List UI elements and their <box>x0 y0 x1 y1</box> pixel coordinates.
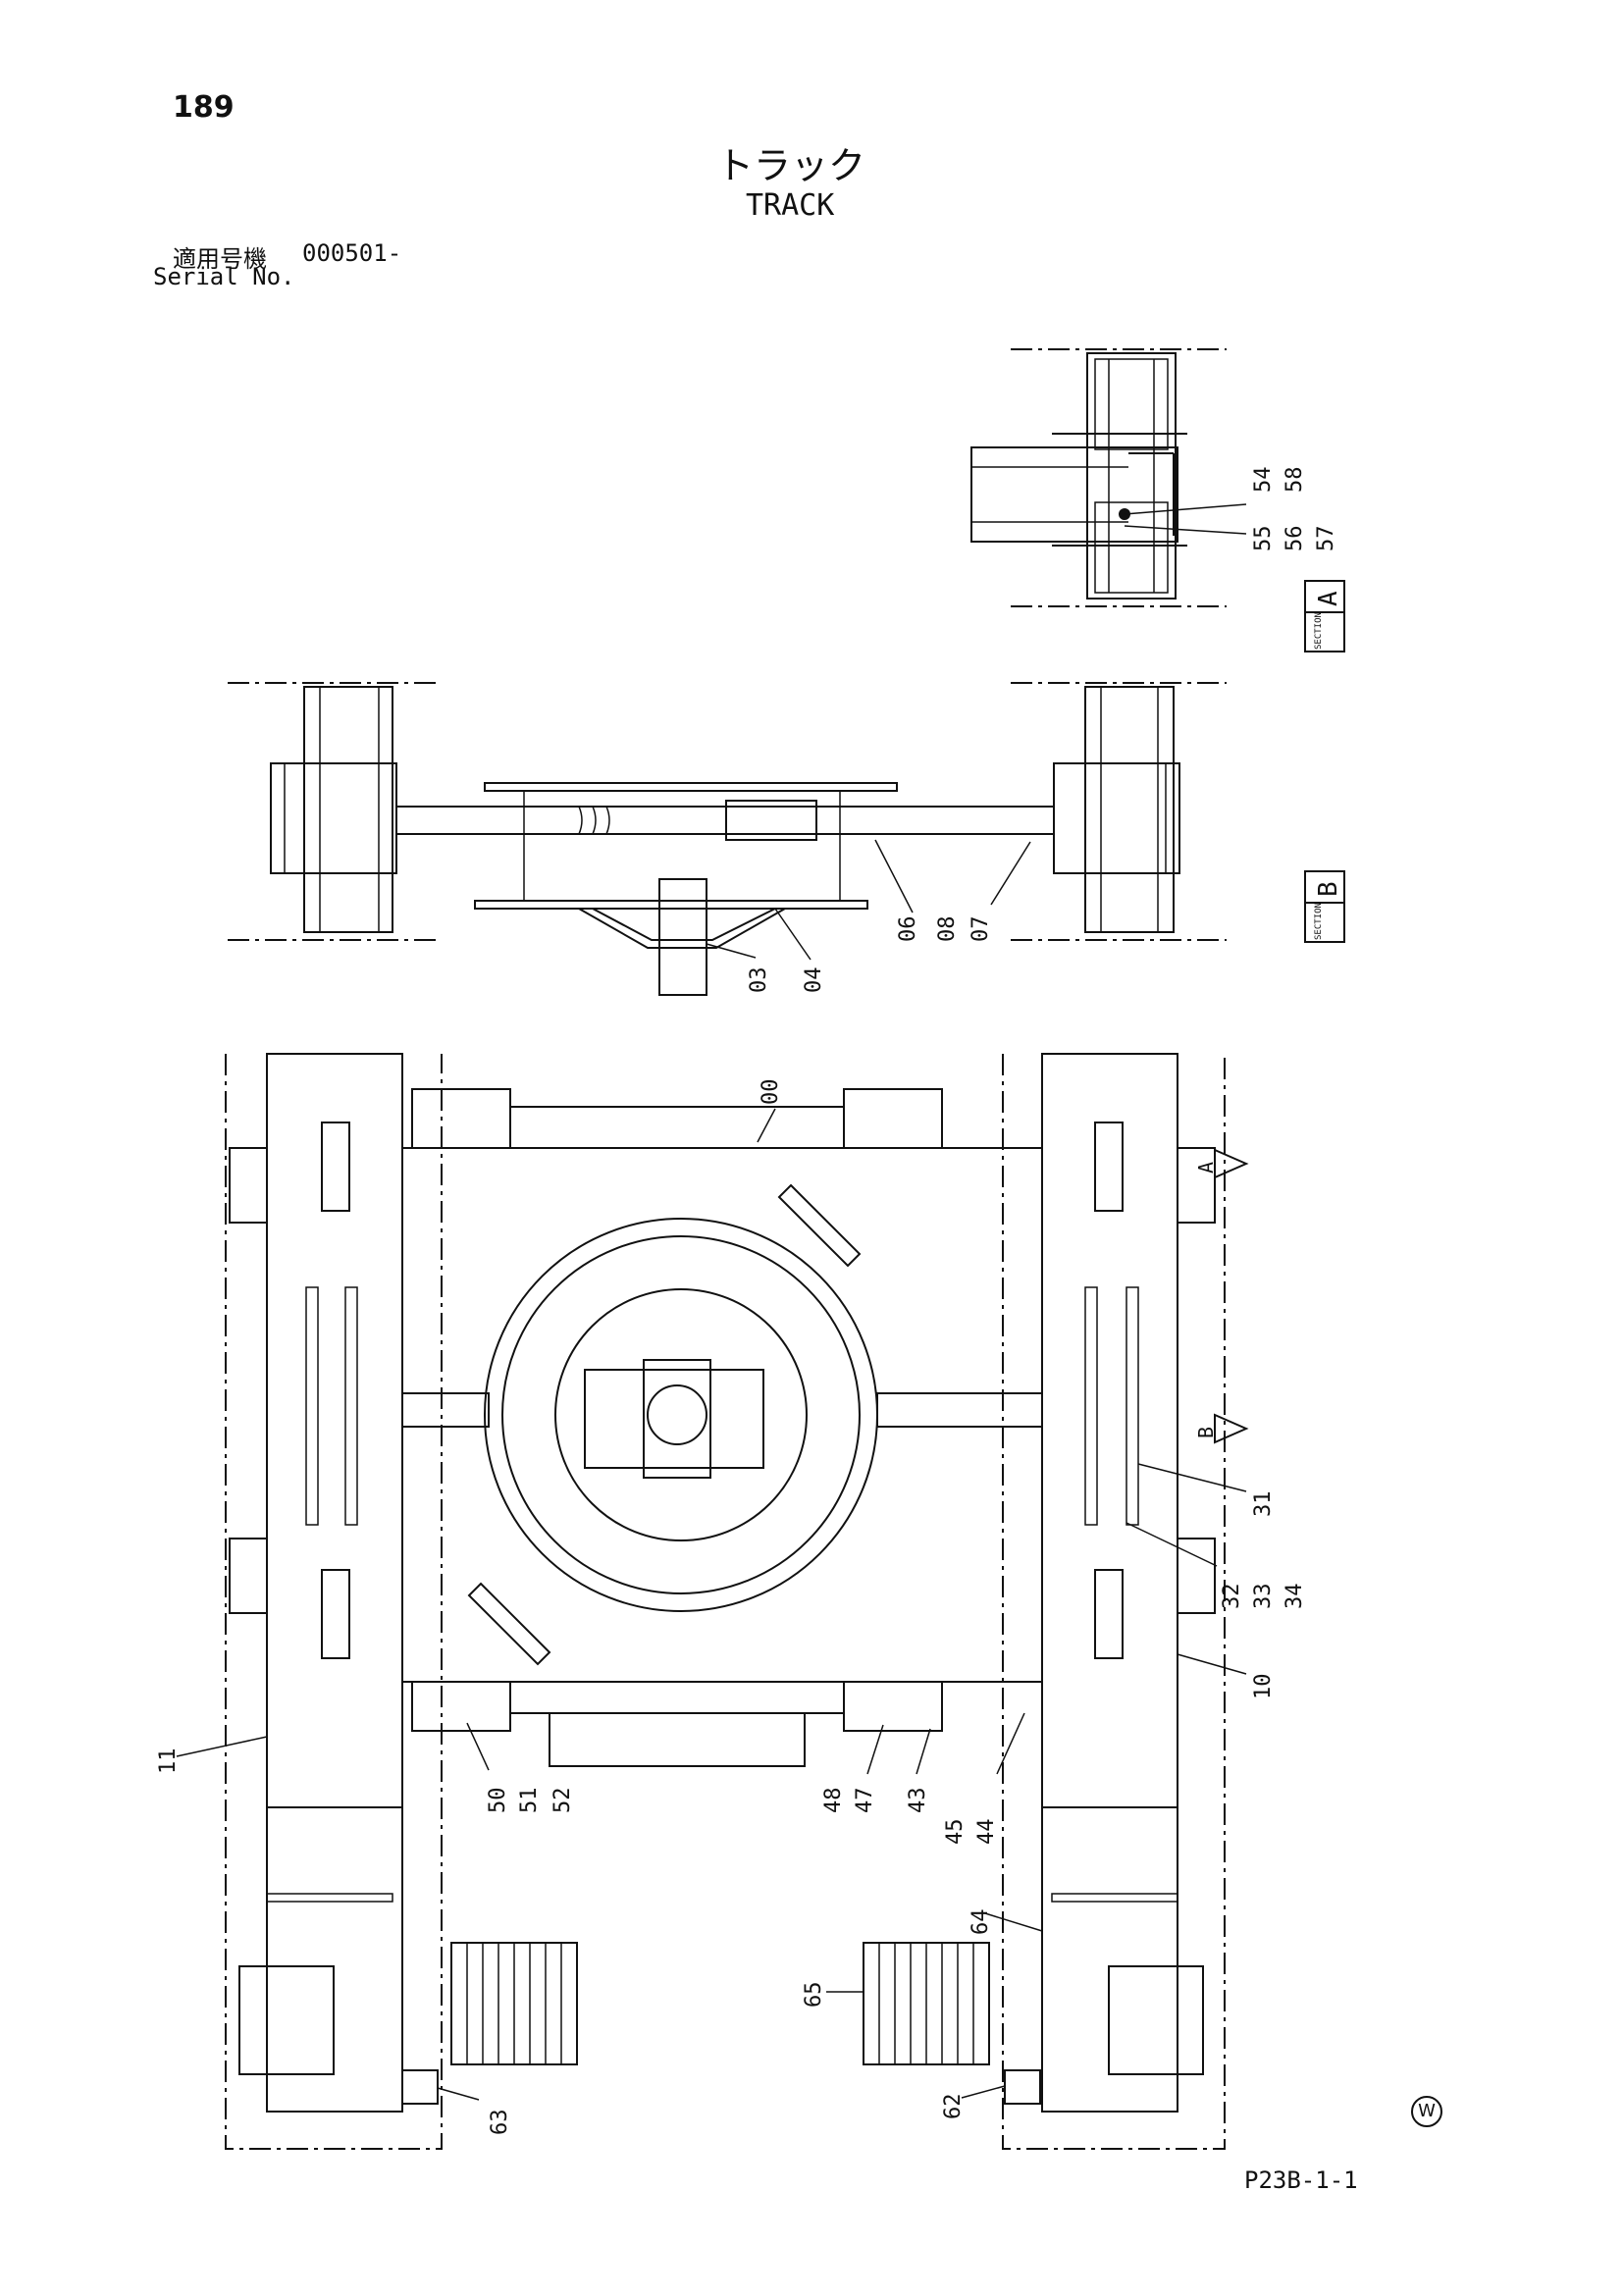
callout-04: 04 <box>802 967 826 994</box>
callout-10: 10 <box>1251 1674 1276 1700</box>
callout-44: 44 <box>974 1819 999 1846</box>
callout-00: 00 <box>759 1079 783 1106</box>
plan-view-callouts: 00 31 32 33 34 10 11 50 51 52 48 47 43 4… <box>156 1079 1307 2136</box>
callout-06: 06 <box>896 916 920 943</box>
section-b-callouts: 06 08 07 03 04 <box>706 839 1031 994</box>
callout-31: 31 <box>1251 1491 1276 1518</box>
section-cut-marks: A B <box>1194 1162 1218 1438</box>
callout-48: 48 <box>821 1788 846 1814</box>
serial-label-english: Serial No. <box>153 263 295 290</box>
callout-65: 65 <box>802 1982 826 2009</box>
callout-57: 57 <box>1314 526 1338 552</box>
serial-number-value: 000501- <box>302 239 402 267</box>
callout-52: 52 <box>550 1788 575 1814</box>
plan-view <box>225 1053 1249 2150</box>
section-a-view <box>970 348 1247 607</box>
plan-view-leaders <box>176 1108 1247 2101</box>
callout-50: 50 <box>486 1788 510 1814</box>
title-english: TRACK <box>746 188 835 223</box>
callout-32: 32 <box>1220 1584 1244 1610</box>
section-a-label: SECTION A <box>1304 580 1345 652</box>
callout-43: 43 <box>906 1788 930 1814</box>
callout-54: 54 <box>1251 467 1276 494</box>
section-b-word: SECTION <box>1314 903 1324 940</box>
section-a-letter: A <box>1314 591 1343 606</box>
callout-64: 64 <box>969 1909 993 1936</box>
page-number: 189 <box>173 90 235 125</box>
callout-33: 33 <box>1251 1584 1276 1610</box>
section-a-callouts: 54 58 55 56 57 <box>1251 467 1338 552</box>
watermark-circle-w: W <box>1411 2096 1442 2127</box>
callout-63: 63 <box>488 2110 512 2136</box>
serial-label-japanese: 適用号機 <box>173 245 267 273</box>
callout-51: 51 <box>517 1788 542 1814</box>
title-japanese: トラック <box>716 144 866 187</box>
callout-47: 47 <box>853 1788 877 1814</box>
cut-mark-a: A <box>1194 1162 1218 1174</box>
section-b-view <box>228 682 1227 996</box>
figure-code: P23B-1-1 <box>1244 2166 1358 2194</box>
callout-03: 03 <box>747 967 771 994</box>
callout-07: 07 <box>969 916 993 943</box>
callout-45: 45 <box>943 1819 968 1846</box>
callout-56: 56 <box>1283 526 1307 552</box>
callout-11: 11 <box>156 1748 181 1775</box>
callout-55: 55 <box>1251 526 1276 552</box>
cut-mark-b: B <box>1194 1427 1218 1438</box>
section-a-word: SECTION <box>1314 612 1324 650</box>
callout-58: 58 <box>1283 467 1307 494</box>
callout-34: 34 <box>1283 1584 1307 1610</box>
callout-62: 62 <box>941 2094 966 2120</box>
section-b-letter: B <box>1314 881 1343 897</box>
section-b-label: SECTION B <box>1304 870 1345 943</box>
callout-08: 08 <box>935 916 960 943</box>
